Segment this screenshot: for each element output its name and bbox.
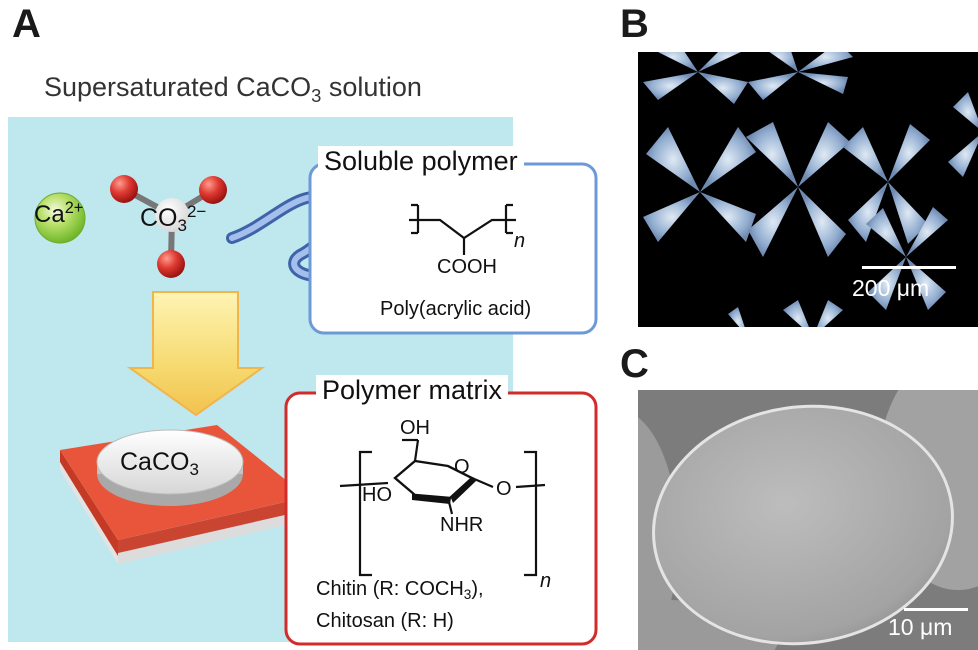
paa-name: Poly(acrylic acid) [380,298,532,320]
calcium-ion-ball [34,192,86,244]
paa-structure [409,203,516,255]
polarized-micrograph [638,52,978,327]
calcium-ion-charge: 2+ [64,199,84,218]
caco3-label-sub: 3 [189,460,199,480]
carbonate-ion-sub: 3 [177,216,187,236]
paa-cooh: COOH [437,256,497,278]
oxygen-atom [199,176,227,204]
solution-title-main: Supersaturated CaCO [44,72,312,102]
soluble-polymer-label: Soluble polymer [318,146,524,176]
carbonate-ion-charge: 2− [186,201,207,221]
chitosan-caption: Chitosan (R: H) [316,610,454,632]
chitin-caption-sub: 3 [463,587,472,603]
chitin-ho: HO [362,484,392,506]
scale-label-c: 10 μm [888,614,953,640]
chitin-nhr: NHR [440,514,484,536]
panel-letter-b: B [620,2,649,46]
scale-bar-b [862,266,956,269]
down-arrow-icon [126,291,266,417]
sem-image [638,390,978,650]
paa-repeat-n: n [514,230,526,252]
chitin-caption-pre: Chitin (R: COCH [316,578,464,600]
carbonate-molecule [110,175,227,278]
caco3-label-base: CaCO [120,448,190,476]
chitin-oh: OH [400,417,430,439]
chitin-caption-post: ), [471,578,484,600]
caco3-disk [96,429,244,506]
chitin-ring-o: O [454,456,470,478]
oxygen-atom [157,250,185,278]
sem-micrograph [638,390,978,650]
chitin-link-o: O [496,478,512,500]
solution-title-sub: 3 [311,84,322,106]
carbon-atom [155,198,189,232]
caco3-label: CaCO3 [120,448,199,480]
calcium-ion-base: Ca [34,201,65,228]
calcium-ion-label: Ca2+ [34,199,84,229]
polymer-matrix-label: Polymer matrix [316,375,509,405]
panel-letter-a: A [12,2,41,46]
carbonate-ion-base: CO [140,204,178,232]
scale-label-b: 200 μm [852,275,930,301]
scale-bar-c [904,608,968,611]
panel-letter-c: C [620,342,649,386]
solution-title-tail: solution [321,72,422,102]
chitin-bold-edges [412,477,476,504]
carbonate-ion-label: CO32− [140,201,207,236]
chitin-repeat-n: n [540,570,552,592]
spherulite-image [643,52,978,327]
chitin-caption: Chitin (R: COCH3), [316,578,484,603]
oxygen-atom [110,175,138,203]
solution-title: Supersaturated CaCO3 solution [44,72,422,106]
